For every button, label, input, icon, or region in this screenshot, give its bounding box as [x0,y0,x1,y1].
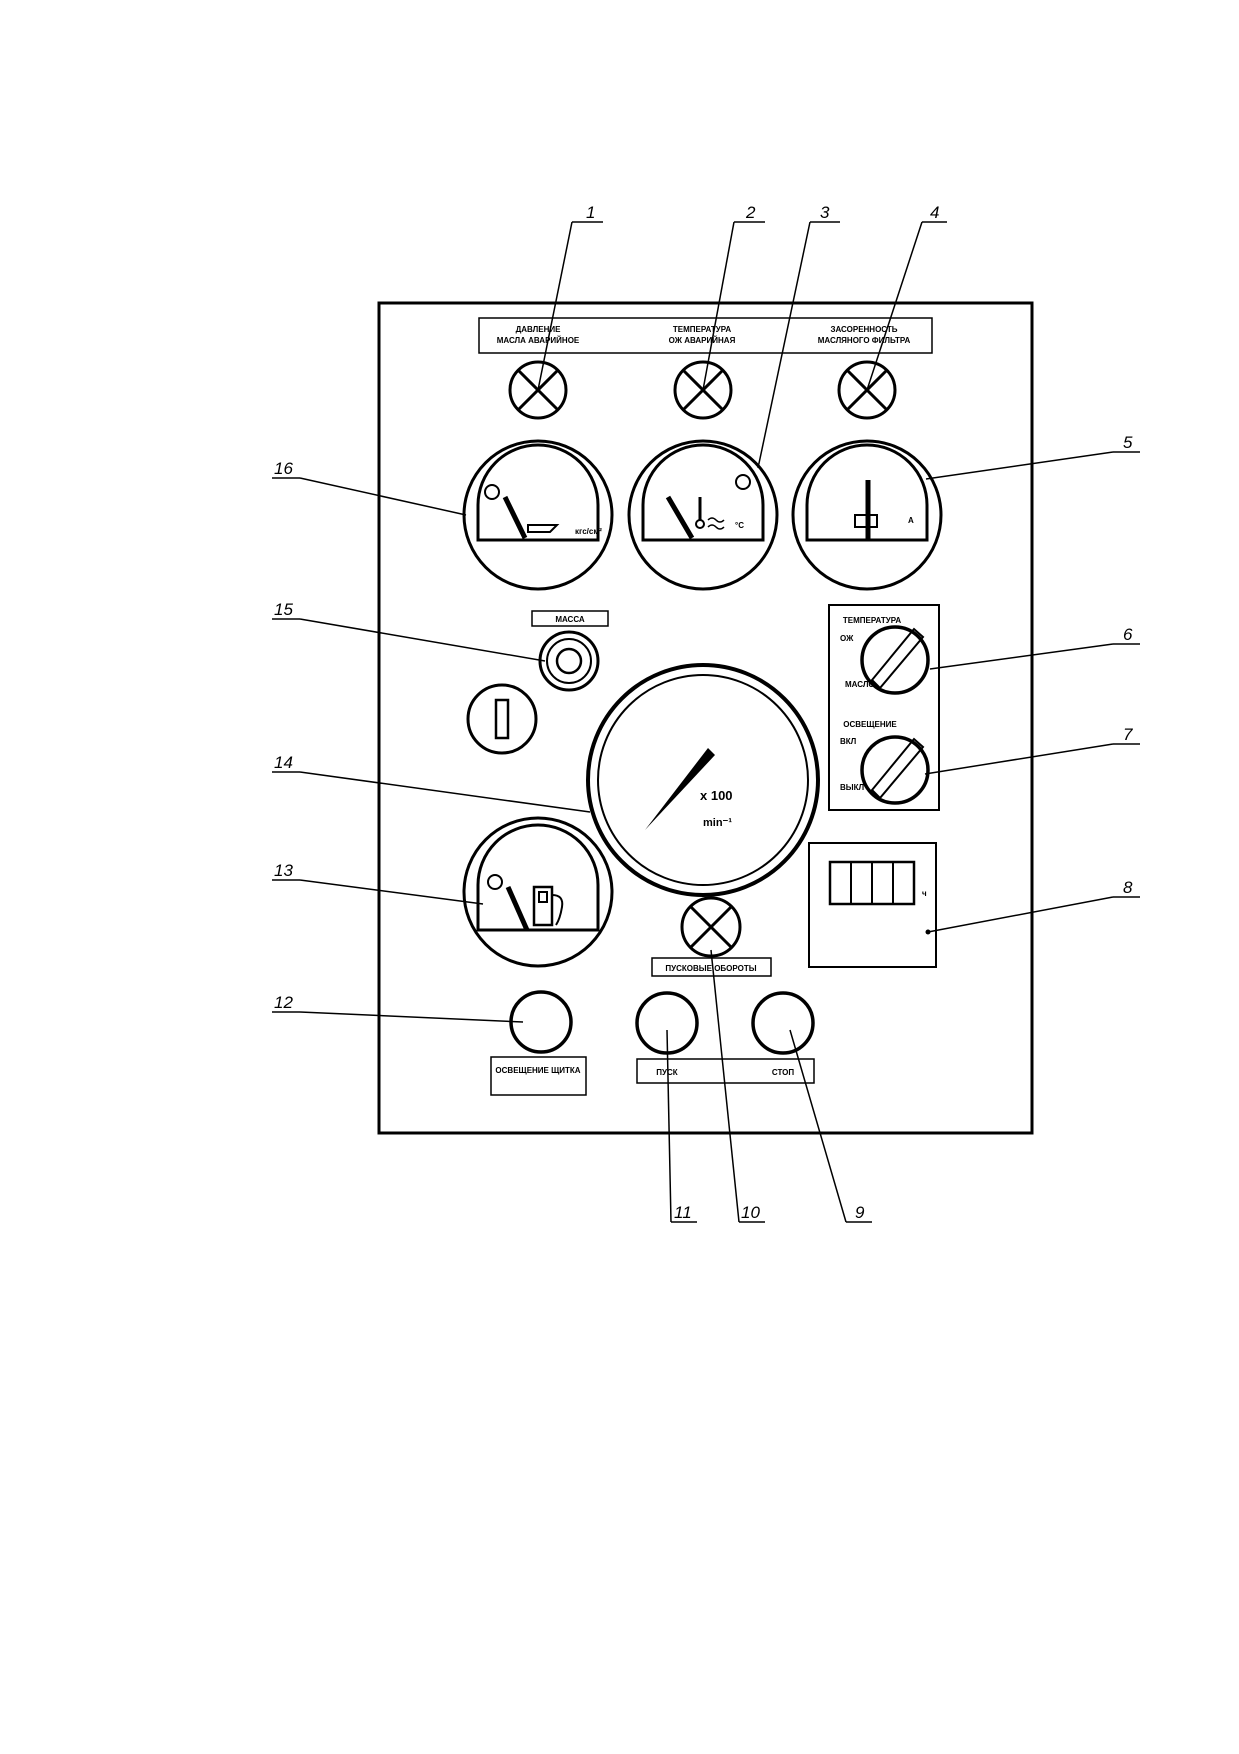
callout-2: 2 [702,203,765,391]
oil-can-icon [527,524,560,533]
callout-16: 16 [272,459,467,516]
ammeter-gauge: А [791,439,943,591]
svg-text:5: 5 [1123,433,1133,452]
header-oil-pressure-line1: ДАВЛЕНИЕ [516,325,562,334]
oil-pressure-unit: кгс/см² [575,527,602,536]
ammeter-unit: А [908,516,914,525]
callout-1: 1 [537,203,603,391]
stop-label: СТОП [772,1068,794,1077]
oil-pressure-gauge: кгс/см² [462,439,614,591]
light-switch-pos-off: ВЫКЛ [840,783,864,792]
callout-9: 9 [789,1029,872,1223]
callout-14: 14 [272,753,591,813]
svg-text:1: 1 [586,203,595,222]
callout-4: 4 [866,203,947,391]
callout-11: 11 [666,1029,697,1223]
hour-meter: ч [808,842,937,968]
svg-text:16: 16 [274,459,293,478]
temp-switch-pos-top: ОЖ [840,634,854,643]
hour-meter-unit: ч [922,889,927,898]
temp-selector-switch[interactable] [860,625,930,695]
svg-text:9: 9 [855,1203,865,1222]
callout-13: 13 [272,861,484,905]
header-filter-clog-line2: МАСЛЯНОГО ФИЛЬТРА [818,336,911,345]
svg-text:13: 13 [274,861,293,880]
start-label: ПУСК [656,1068,678,1077]
header-filter-clog-line1: ЗАСОРЕННОСТЬ [830,325,897,334]
callout-6: 6 [929,625,1140,670]
callout-15: 15 [272,600,546,662]
callout-10: 10 [710,949,765,1223]
header-coolant-temp-line2: ОЖ АВАРИЙНАЯ [669,336,736,345]
svg-text:6: 6 [1123,625,1133,644]
callout-8: 8 [925,878,1140,935]
temp-switch-pos-bottom: МАСЛО [845,680,875,689]
fuel-gauge [462,816,614,968]
key-switch[interactable] [466,683,538,755]
svg-text:14: 14 [274,753,293,772]
tachometer-scale: x 100 [700,788,733,803]
light-switch-pos-on: ВКЛ [840,737,857,746]
svg-text:15: 15 [274,600,293,619]
light-switch-title: ОСВЕЩЕНИЕ [843,720,897,729]
panel-frame [377,301,1034,1135]
callout-3: 3 [757,203,840,469]
start-stop-label-frame [636,1058,815,1084]
battery-icon [854,514,878,528]
panel-light-label-frame [490,1056,587,1096]
header-coolant-temp-line1: ТЕМПЕРАТУРА [673,325,731,334]
mass-label: МАССА [555,615,585,624]
tachometer-unit: min⁻¹ [703,817,732,829]
lamp-cross-icon [680,896,742,958]
mass-switch[interactable] [538,630,600,692]
coolant-temp-icon [695,497,725,530]
coolant-temp-unit: °C [735,521,744,530]
light-selector-switch[interactable] [860,735,930,805]
svg-text:11: 11 [674,1203,692,1222]
svg-text:8: 8 [1123,878,1133,897]
switch-block-frame [828,604,940,811]
tachometer-needle [645,748,715,830]
callout-12: 12 [272,993,524,1023]
svg-text:4: 4 [930,203,939,222]
panel-light-label: ОСВЕЩЕНИЕ ЩИТКА [495,1066,580,1075]
svg-text:3: 3 [820,203,830,222]
callout-5: 5 [925,433,1140,480]
header-strip [478,317,933,354]
callout-7: 7 [924,725,1140,775]
svg-text:12: 12 [274,993,293,1012]
svg-text:2: 2 [745,203,756,222]
svg-text:7: 7 [1123,725,1133,744]
header-oil-pressure-line2: МАСЛА АВАРИЙНОЕ [497,336,580,345]
tachometer: x 100 min⁻¹ [586,663,820,897]
temp-switch-title: ТЕМПЕРАТУРА [843,616,901,625]
stop-button[interactable] [751,991,815,1055]
coolant-temp-gauge: °C [627,439,779,591]
svg-text:10: 10 [741,1203,760,1222]
fuel-pump-icon [532,885,564,927]
mass-label-frame [531,610,609,627]
start-revs-label: ПУСКОВЫЕ ОБОРОТЫ [665,964,756,973]
